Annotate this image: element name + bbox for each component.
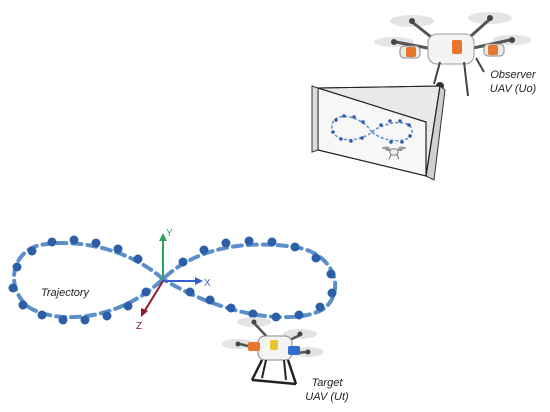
waypoint [244,236,254,246]
observer-label-line2: UAV (Uo) [489,83,537,95]
target-uav-label: Target UAV (Ut) [294,376,360,404]
trajectory-waypoints [8,235,337,325]
waypoint [18,300,28,310]
waypoint [80,315,90,325]
waypoint [205,295,215,305]
waypoint [58,315,68,325]
target-uav [222,317,324,386]
waypoint [267,237,277,247]
waypoint [226,303,236,313]
camera-view-frustum [311,85,446,181]
waypoint [221,238,231,248]
waypoint [141,287,151,297]
axis-x-label: X [204,278,211,289]
waypoint [47,237,57,247]
waypoint [311,253,321,263]
observer-uav [374,12,532,97]
waypoint [12,262,22,272]
waypoint [248,309,258,319]
axis-y-label: Y [166,228,173,239]
waypoint [69,235,79,245]
observer-label-line1: Observer [490,69,536,81]
image-plane-trajectory [331,114,413,160]
waypoint [133,254,143,264]
axis-z-label: Z [136,321,142,332]
trajectory-label: Trajectory [40,287,90,299]
waypoint [27,246,37,256]
waypoint [326,269,336,279]
image-plane-drone-icon [382,146,406,160]
waypoint [199,245,209,255]
waypoint [37,310,47,320]
waypoint [294,310,304,320]
waypoint [113,244,123,254]
waypoint [8,283,18,293]
coordinate-axes: Y X Z [136,228,211,332]
target-label-line1: Target [311,377,343,389]
waypoint [185,287,195,297]
waypoint [123,301,133,311]
observer-body [427,33,475,65]
target-label-line2: UAV (Ut) [305,391,349,403]
waypoint [271,312,281,322]
waypoint [91,238,101,248]
observer-uav-label: Observer UAV (Uo) [478,68,548,96]
waypoint [315,302,325,312]
waypoint [102,311,112,321]
axis-z [143,280,164,313]
waypoint [178,257,188,267]
waypoint [327,288,337,298]
waypoint [290,242,300,252]
